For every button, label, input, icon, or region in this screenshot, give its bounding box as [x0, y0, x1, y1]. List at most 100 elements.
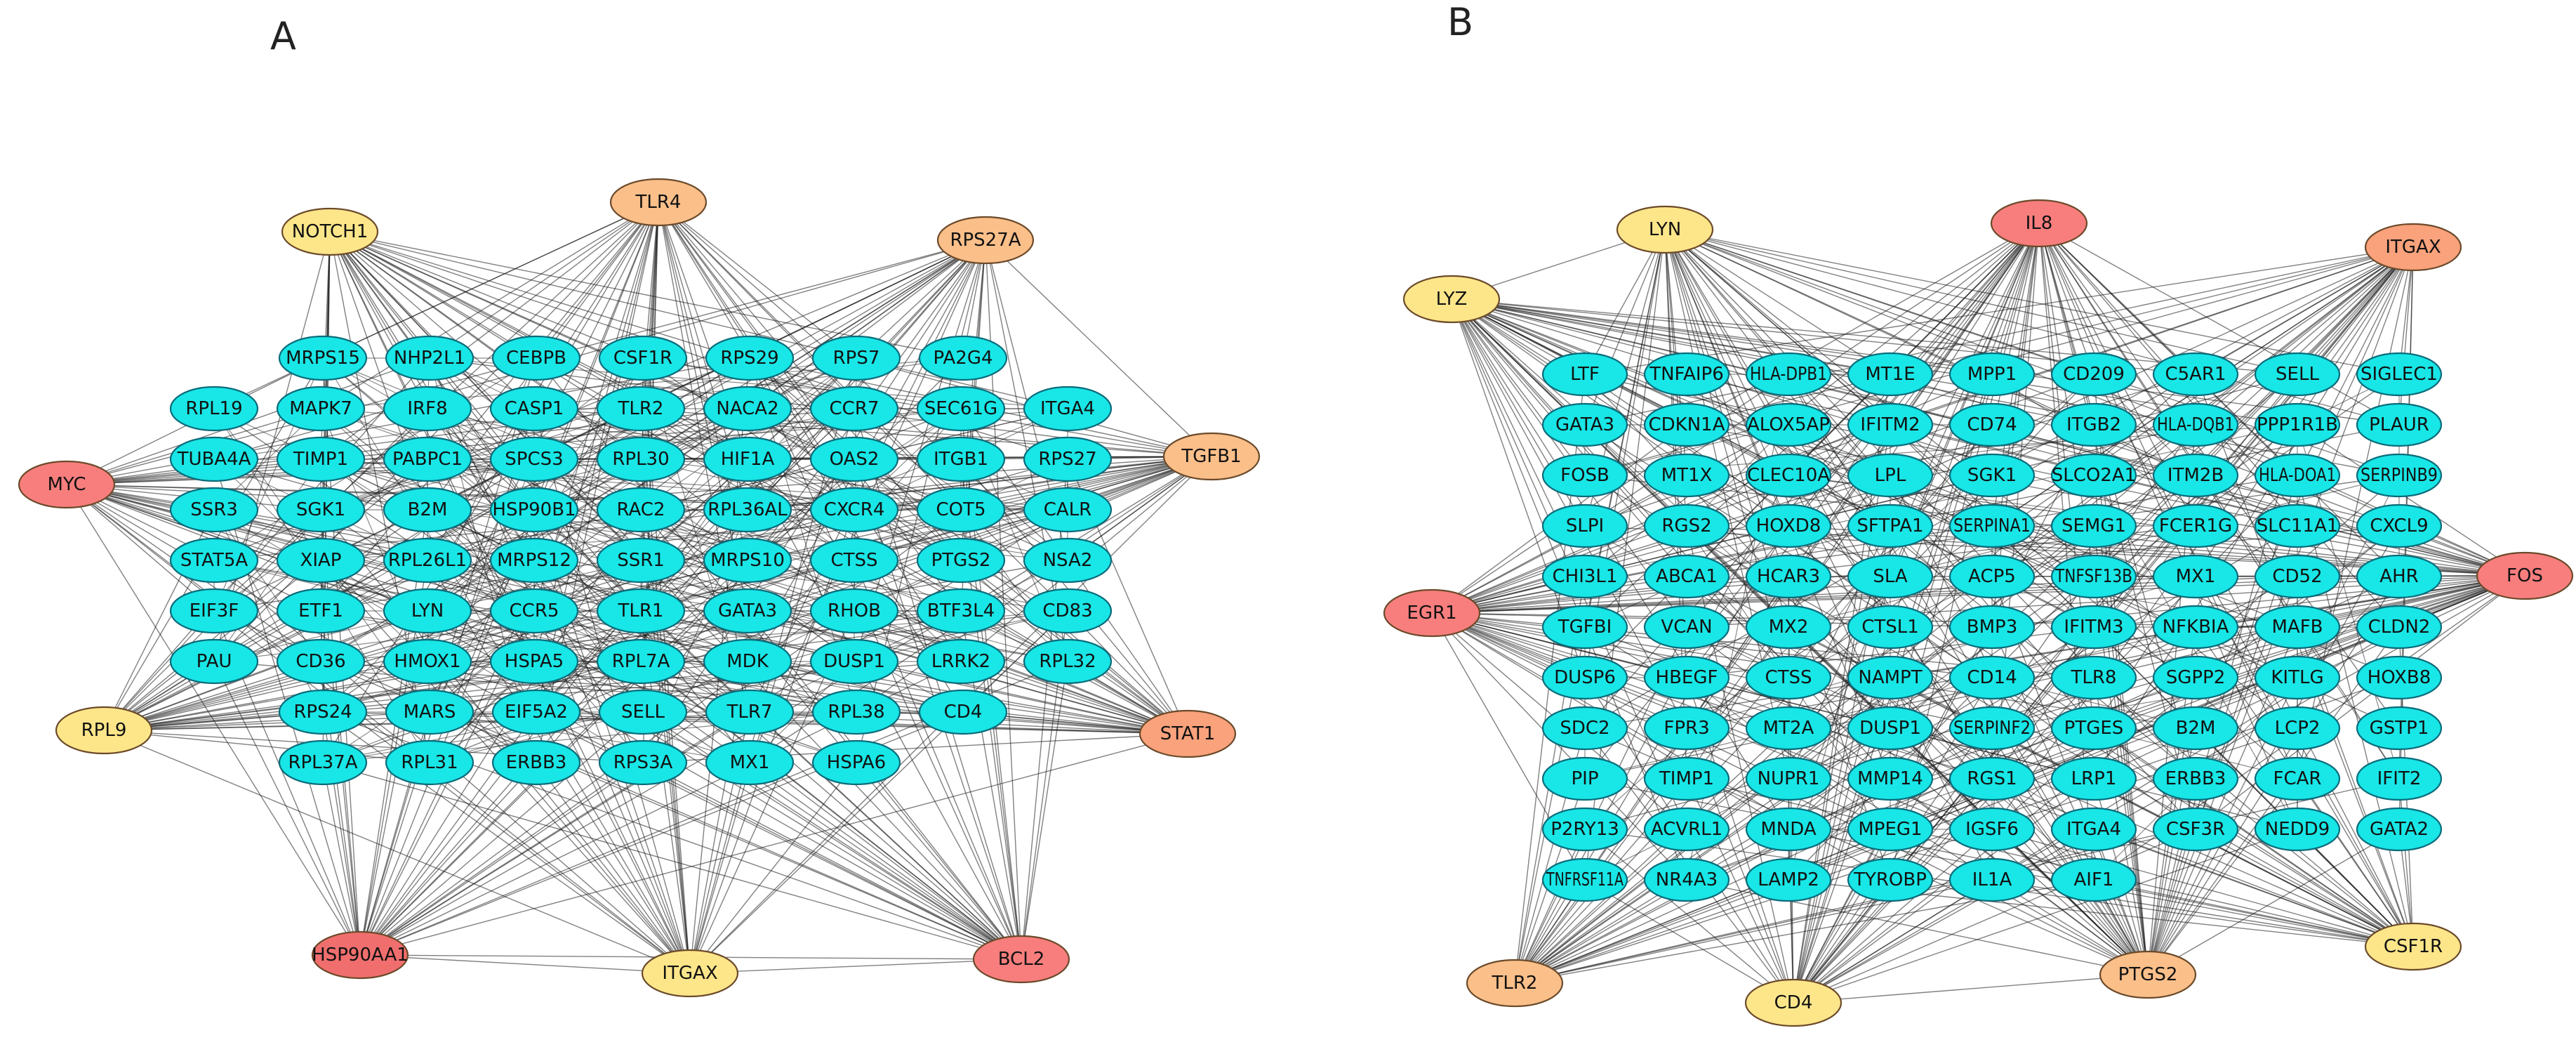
gene-node-lpl: LPL — [1847, 453, 1934, 498]
node-ellipse — [2254, 605, 2341, 650]
edge-csf1r-ptges — [2093, 728, 2414, 947]
gene-node-hla-dqb1: HLA-DQB1 — [2152, 402, 2239, 447]
node-ellipse — [2254, 352, 2341, 397]
node-label: HOXD8 — [1756, 515, 1821, 537]
edge-tgfb1-ccr5 — [533, 456, 1212, 612]
gene-node-ahr: AHR — [2356, 554, 2443, 599]
node-ellipse — [1541, 503, 1628, 548]
node-label: RPL31 — [401, 752, 458, 773]
edge-pabpc1-eif3f — [213, 459, 428, 612]
gene-node-tlr1: TLR1 — [596, 588, 686, 634]
gene-node-hoxd8: HOXD8 — [1745, 503, 1832, 548]
edge-tlr4-pau — [213, 202, 659, 662]
gene-node-hcar3: HCAR3 — [1745, 554, 1832, 599]
node-ellipse — [2152, 706, 2239, 751]
gene-node-ptges: PTGES — [2050, 706, 2137, 751]
node-label: CD4 — [1774, 992, 1813, 1013]
node-label: MAPK7 — [289, 398, 352, 419]
node-label: PPP1R1B — [2257, 414, 2338, 435]
edge-hsp90aa1-pau — [213, 661, 361, 956]
node-label: SGK1 — [296, 499, 345, 520]
gene-node-sla: SLA — [1847, 554, 1934, 599]
gene-node-mapk7: MAPK7 — [276, 386, 366, 432]
edge-lyn-hbegf — [1664, 229, 1687, 678]
node-ellipse — [609, 178, 708, 227]
hub-node-cd4: CD4 — [1744, 978, 1843, 1027]
edge-tlr2-semg1 — [1514, 525, 2094, 984]
node-label: ABCA1 — [1656, 566, 1718, 587]
node-ellipse — [916, 487, 1006, 533]
node-ellipse — [1643, 655, 1730, 700]
node-label: LYN — [411, 600, 444, 621]
edge-tlr4-mapk7 — [320, 202, 659, 409]
edge-lyz-ctss — [1451, 298, 1789, 678]
node-label: MNDA — [1760, 819, 1816, 840]
node-label: CXCR4 — [824, 499, 885, 520]
gene-node-tlr7: TLR7 — [705, 689, 795, 735]
edge-rps7-casp1 — [533, 357, 857, 409]
edge-tlr4-rps7 — [658, 202, 857, 359]
node-label: EIF3F — [190, 600, 239, 621]
hub-node-stat1: STAT1 — [1138, 709, 1237, 758]
gene-node-abca1: ABCA1 — [1643, 554, 1730, 599]
edge-fos-sdc2 — [1584, 575, 2525, 729]
node-label: MRPS15 — [286, 348, 360, 369]
node-label: RPS29 — [720, 348, 778, 369]
gene-node-hbegf: HBEGF — [1643, 655, 1730, 700]
gene-node-ccr5: CCR5 — [489, 588, 579, 634]
gene-node-stat5a: STAT5A — [169, 537, 259, 584]
node-ellipse — [705, 335, 795, 381]
node-ellipse — [1541, 655, 1628, 700]
edge-tlr2-mt2a — [1514, 728, 1789, 984]
node-label: CXCL9 — [2370, 515, 2428, 537]
edge-gata3-aif1 — [1584, 424, 2094, 881]
node-ellipse — [2152, 554, 2239, 599]
edge-cd4-itgb2 — [1793, 424, 2094, 1003]
node-ellipse — [383, 638, 472, 685]
node-ellipse — [383, 436, 472, 482]
node-ellipse — [1138, 709, 1237, 758]
node-ellipse — [2099, 950, 2197, 999]
edge-tlr4-lrrk2 — [658, 202, 962, 662]
node-ellipse — [383, 487, 472, 533]
gene-node-tlr2: TLR2 — [596, 386, 686, 432]
node-label: MX2 — [1769, 617, 1809, 638]
edge-il8-nupr1 — [1788, 223, 2040, 779]
hub-node-tgfb1: TGFB1 — [1162, 432, 1261, 481]
node-label: RPL30 — [612, 449, 669, 470]
edge-itgax-cdkn1a — [1686, 246, 2414, 426]
edge-rpl9-nsa2 — [103, 560, 1068, 731]
node-label: ITGA4 — [1040, 398, 1095, 419]
gene-node-fosb: FOSB — [1541, 453, 1628, 498]
gene-node-fcar: FCAR — [2254, 756, 2341, 801]
edge-tlr2-mx2 — [1514, 626, 1789, 984]
node-label: TGFB1 — [1181, 446, 1241, 467]
node-ellipse — [972, 935, 1070, 984]
gene-node-mafb: MAFB — [2254, 605, 2341, 650]
node-ellipse — [596, 638, 686, 685]
edge-rps27a-tlr1 — [640, 239, 986, 612]
node-label: RPS27 — [1038, 449, 1096, 470]
gene-node-dusp1: DUSP1 — [809, 638, 899, 685]
node-label: AHR — [2379, 566, 2418, 587]
edge-egr1-lpl — [1431, 475, 1891, 614]
hub-node-itgax: ITGAX — [2364, 223, 2462, 272]
gene-node-sgpp2: SGPP2 — [2152, 655, 2239, 700]
node-ellipse — [2050, 706, 2137, 751]
node-label: ALOX5AP — [1747, 414, 1830, 435]
gene-node-ctss: CTSS — [809, 537, 899, 584]
edge-mx1-fpr3 — [1686, 576, 2196, 729]
node-label: MMP14 — [1857, 768, 1923, 789]
node-ellipse — [936, 216, 1035, 265]
gene-node-mdk: MDK — [703, 638, 792, 685]
node-ellipse — [1745, 605, 1832, 650]
node-label: RPL32 — [1039, 651, 1096, 672]
node-label: RPS3A — [613, 752, 673, 773]
node-ellipse — [278, 689, 368, 735]
node-label: MRPS12 — [497, 550, 571, 571]
gene-node-cot5: COT5 — [916, 487, 1006, 533]
node-ellipse — [918, 335, 1008, 381]
edge-tgfb1-btf3l4 — [960, 456, 1212, 612]
node-ellipse — [809, 588, 899, 634]
node-ellipse — [169, 487, 259, 533]
